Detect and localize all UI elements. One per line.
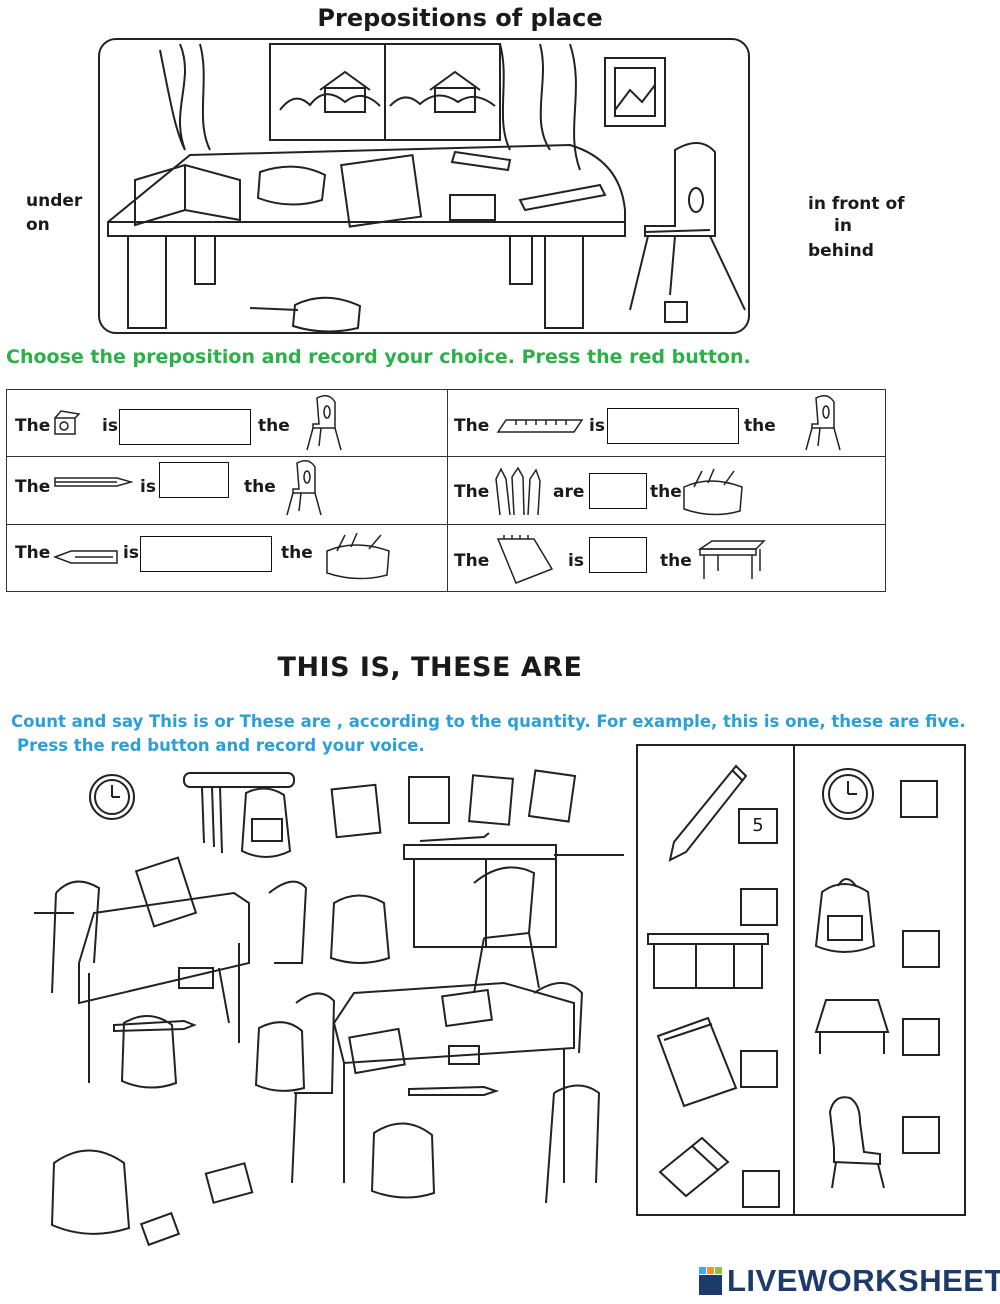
option-in-front-of[interactable]: in front of <box>808 194 905 214</box>
classroom-table-illustration <box>98 38 750 334</box>
page-title: Prepositions of place <box>317 4 603 32</box>
chair-icon <box>286 460 322 516</box>
word-is: is <box>140 477 156 498</box>
word-the-lower: the <box>258 416 290 436</box>
backpack-icon <box>814 878 876 953</box>
classroom-drawing <box>34 769 624 1247</box>
sentence-row-1-right: The is the <box>447 388 886 458</box>
table-scene-drawing <box>107 43 746 333</box>
pencil-case-icon <box>683 469 743 516</box>
section-title: THIS IS, THESE ARE <box>277 652 583 683</box>
chair-icon <box>306 395 342 451</box>
sentence-row-2-left: The is the <box>6 456 448 525</box>
count-box-pencil[interactable]: 5 <box>738 808 778 844</box>
instruction-text: Choose the preposition and record your c… <box>6 346 751 368</box>
notebook-icon <box>496 534 554 584</box>
logo-text: LIVEWORKSHEETS <box>727 1263 1000 1298</box>
count-box-chair[interactable] <box>902 1116 940 1154</box>
cupboard-icon <box>647 933 769 989</box>
book-icon <box>656 1016 738 1108</box>
preposition-sentence-table: The is the The is the The is the The <box>6 388 886 593</box>
option-on[interactable]: on <box>26 215 50 235</box>
sentence-row-3-left: The is the <box>6 523 448 593</box>
word-is: is <box>123 542 139 563</box>
word-the: The <box>454 416 490 436</box>
instruction-line-2: Press the red button and record your voi… <box>17 736 425 755</box>
word-the-lower: the <box>660 550 692 571</box>
word-the: The <box>454 482 490 503</box>
option-in[interactable]: in <box>834 216 852 236</box>
crayon-icon <box>53 549 118 564</box>
sentence-row-3-right: The is the <box>447 523 886 593</box>
table-icon <box>814 999 890 1054</box>
count-box-backpack[interactable] <box>902 930 940 968</box>
word-the: The <box>15 542 51 563</box>
answer-input-3[interactable] <box>159 462 229 499</box>
word-is: is <box>568 550 584 571</box>
word-is: is <box>102 416 118 436</box>
answer-input-5[interactable] <box>140 535 272 572</box>
option-under[interactable]: under <box>26 191 83 211</box>
count-box-eraser[interactable] <box>742 1170 780 1208</box>
word-is: is <box>589 416 605 436</box>
pencil-case-icon <box>326 532 390 579</box>
count-box-table[interactable] <box>902 1018 940 1056</box>
colored-pencils-icon <box>495 467 541 516</box>
word-the: The <box>15 477 51 498</box>
pencil-icon <box>54 477 133 488</box>
clock-icon <box>822 768 874 820</box>
count-box-clock[interactable] <box>900 780 938 818</box>
count-box-cupboard[interactable] <box>740 888 778 926</box>
eraser-icon <box>658 1136 730 1198</box>
option-behind[interactable]: behind <box>808 241 874 261</box>
sentence-row-1-left: The is the <box>6 388 448 458</box>
sentence-row-2-right: The are the <box>447 456 886 525</box>
word-the: The <box>15 416 51 436</box>
counting-panel: 5 <box>636 744 966 1216</box>
word-the-lower: the <box>744 416 776 436</box>
classroom-scene-illustration <box>34 763 624 1263</box>
pencil-icon <box>668 764 748 862</box>
logo-mark-icon <box>699 1267 722 1295</box>
instruction-line-1: Count and say This is or These are , acc… <box>11 712 966 731</box>
word-the-lower: the <box>244 477 276 498</box>
sharpener-icon <box>54 410 81 435</box>
answer-input-6[interactable] <box>589 536 647 573</box>
word-are: are <box>553 482 585 503</box>
table-icon <box>698 539 766 579</box>
answer-input-4[interactable] <box>589 473 647 510</box>
ruler-icon <box>496 419 584 433</box>
word-the-lower: the <box>281 542 313 563</box>
answer-input-1[interactable] <box>119 409 251 445</box>
chair-icon <box>805 395 841 451</box>
chair-icon <box>828 1096 885 1189</box>
liveworksheets-logo[interactable]: LIVEWORKSHEETS <box>697 1262 1000 1300</box>
count-box-book[interactable] <box>740 1050 778 1088</box>
word-the: The <box>454 550 490 571</box>
panel-divider <box>793 744 795 1214</box>
answer-input-2[interactable] <box>607 408 739 444</box>
word-the-lower: the <box>650 482 682 503</box>
